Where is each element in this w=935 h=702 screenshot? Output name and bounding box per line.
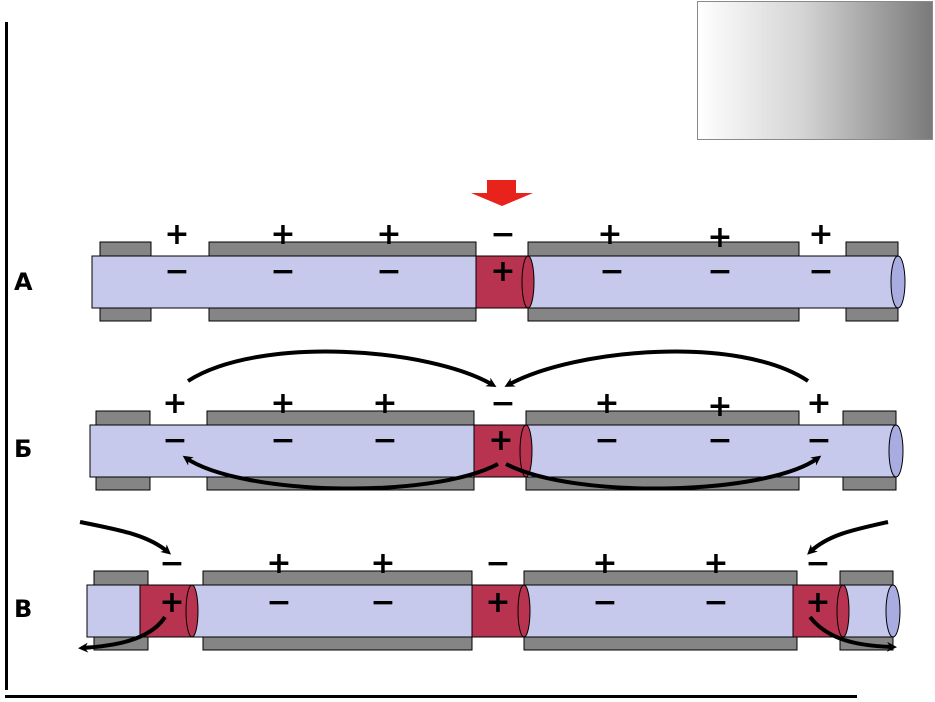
myelin-sheaths [99, 241, 899, 322]
charge-sign: + [159, 585, 184, 620]
charge-sign: + [703, 546, 728, 581]
charge-sign: + [376, 217, 401, 252]
current-arrow [78, 615, 167, 653]
charge-sign: − [806, 423, 831, 458]
charge-sign: − [707, 423, 732, 458]
charge-sign: − [164, 254, 189, 289]
charge-sign: + [370, 546, 395, 581]
myelin-sheaths [93, 570, 894, 651]
charge-sign: + [270, 217, 295, 252]
charge-sign: + [707, 389, 732, 424]
row-label-c: В [14, 595, 32, 623]
charge-sign: + [597, 217, 622, 252]
charge-sign: + [485, 585, 510, 620]
row-label-b: Б [14, 435, 32, 463]
current-arrow [504, 349, 810, 387]
axon-end [888, 424, 904, 478]
outer-charges: − + + − + + − [159, 546, 830, 581]
charge-sign: + [164, 217, 189, 252]
charge-sign: − [372, 423, 397, 458]
inner-charges: − − − + − − − [164, 254, 833, 289]
outer-charges: + + + − + + + [162, 386, 831, 424]
inner-charges: + − − + − − + [159, 585, 830, 620]
charge-sign: + [808, 217, 833, 252]
active-node [139, 584, 199, 638]
axon-end [885, 584, 901, 638]
local-current-arrows [182, 349, 822, 491]
inner-charges: − − − + − − − [162, 423, 831, 458]
charge-sign: + [266, 546, 291, 581]
outer-charges: + + + − + + + [164, 217, 833, 255]
charge-sign: − [592, 585, 617, 620]
current-arrow [808, 615, 897, 652]
charge-sign: − [266, 585, 291, 620]
charge-sign: + [805, 585, 830, 620]
charge-sign: + [806, 386, 831, 421]
charge-sign: + [592, 546, 617, 581]
charge-sign: − [270, 254, 295, 289]
current-arrow [186, 349, 497, 388]
charge-sign: + [707, 220, 732, 255]
active-node [471, 584, 531, 638]
charge-sign: − [159, 546, 184, 581]
charge-sign: − [703, 585, 728, 620]
axon-row-a: А + + + − + + + − [14, 217, 906, 322]
charge-sign: + [270, 386, 295, 421]
charge-sign: − [370, 585, 395, 620]
charge-sign: − [162, 423, 187, 458]
charge-sign: − [490, 217, 515, 252]
row-label-a: А [14, 268, 33, 296]
current-arrow [505, 455, 822, 491]
current-arrow [182, 455, 499, 491]
axon-end [890, 255, 906, 309]
charge-sign: + [488, 423, 513, 458]
active-node [475, 255, 535, 309]
charge-sign: − [485, 546, 510, 581]
gradient-panel [697, 1, 933, 140]
charge-sign: − [808, 254, 833, 289]
charge-sign: + [594, 386, 619, 421]
charge-sign: + [372, 386, 397, 421]
charge-sign: − [599, 254, 624, 289]
axon-row-c: В [14, 520, 901, 653]
charge-sign: + [490, 254, 515, 289]
charge-sign: − [594, 423, 619, 458]
charge-sign: − [707, 254, 732, 289]
charge-sign: − [270, 423, 295, 458]
stimulus-arrow [471, 180, 533, 206]
charge-sign: − [376, 254, 401, 289]
current-arrow [807, 520, 889, 555]
charge-sign: − [490, 386, 515, 421]
current-arrow [79, 520, 172, 555]
frame-left-border [5, 22, 8, 690]
current-arrows [78, 520, 897, 653]
charge-sign: + [162, 386, 187, 421]
active-node [792, 584, 850, 638]
axon-row-b: Б + + + − [14, 349, 904, 491]
charge-sign: − [805, 546, 830, 581]
frame-bottom-border [5, 695, 857, 698]
